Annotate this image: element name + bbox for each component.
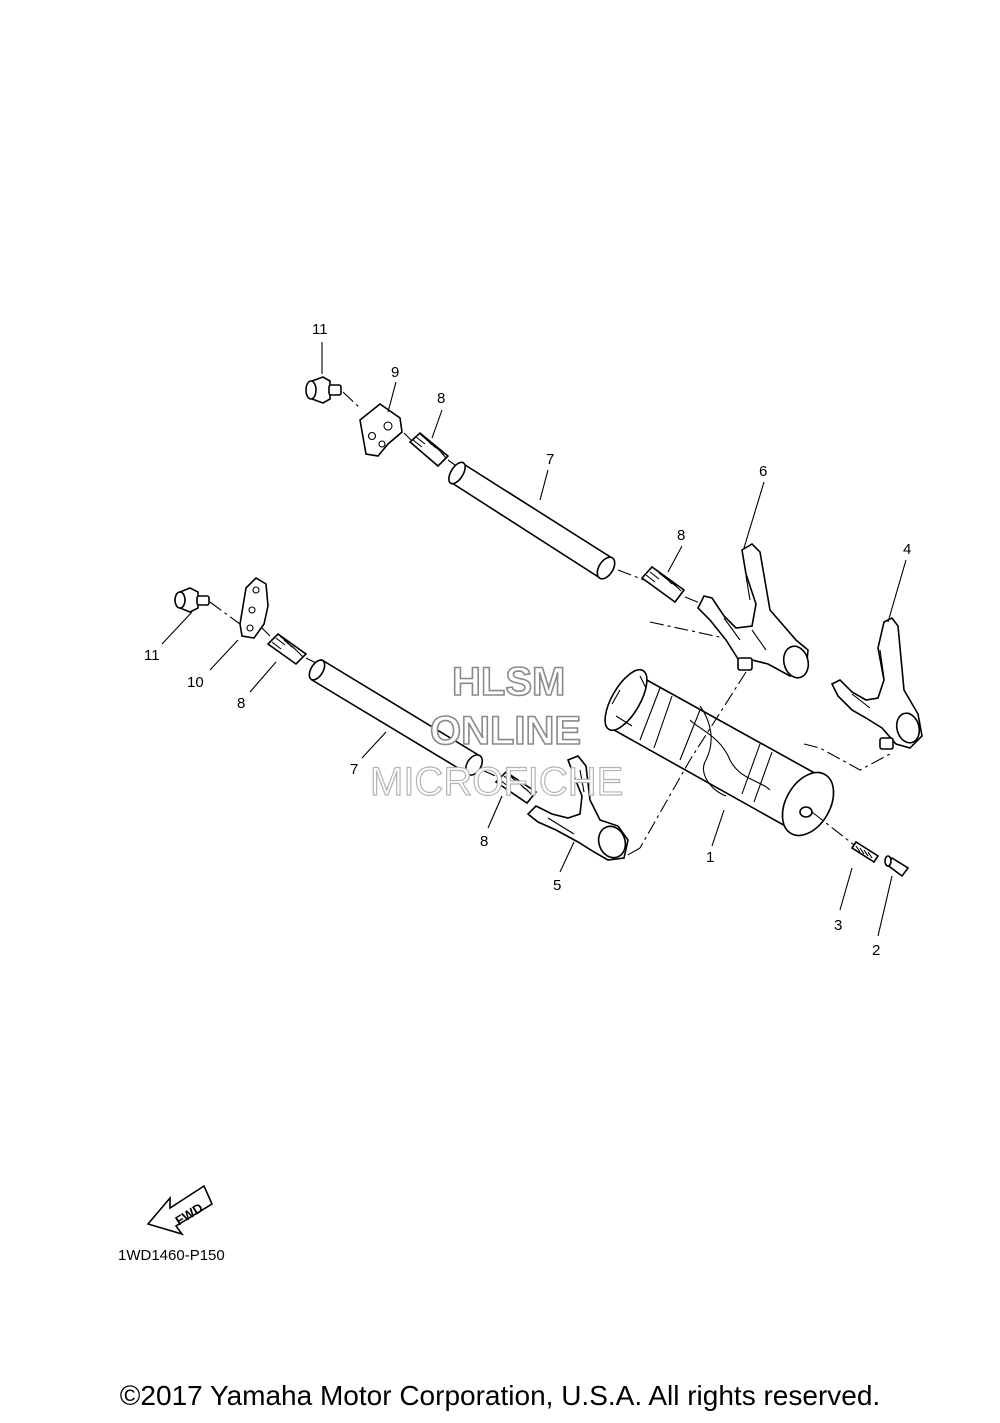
- watermark-line-2: ONLINE: [430, 709, 581, 753]
- spring-3: [850, 840, 880, 864]
- callout-5: 5: [553, 877, 561, 894]
- spring-8-upper-right: [640, 565, 686, 604]
- fork-guide-bar-7-lower: [308, 658, 484, 776]
- bolt-11-lower: [174, 587, 210, 613]
- alignment-line-c: [625, 847, 641, 857]
- callout-4: 4: [903, 541, 911, 558]
- spring-8-upper-left: [408, 431, 450, 468]
- callout-6: 6: [759, 463, 767, 480]
- callout-labels: 11 9 8 7 6 8 4 11 10 8 7 8 5 1 3 2: [144, 321, 911, 959]
- callout-1: 1: [706, 849, 714, 866]
- callout-11-upper: 11: [312, 321, 328, 338]
- shift-fork-4: [830, 616, 923, 750]
- bolt-11-upper: [305, 376, 342, 404]
- shift-fork-5: [526, 755, 629, 861]
- shift-fork-6: [697, 542, 810, 679]
- callout-8-lower-right: 8: [480, 833, 488, 850]
- spring-8-lower-left: [266, 632, 308, 666]
- callout-8-upper-left: 8: [437, 390, 445, 407]
- alignment-line-a: [649, 621, 725, 639]
- alignment-line-d: [803, 743, 891, 771]
- callout-11-lower: 11: [144, 647, 160, 664]
- fwd-arrow-icon: FWD: [146, 1184, 214, 1236]
- callout-8-upper-right: 8: [677, 527, 685, 544]
- fork-guide-bar-7-upper: [448, 461, 616, 580]
- spring-8-lower-right: [494, 770, 538, 805]
- watermark: HLSM ONLINE MICROFICHE: [369, 659, 624, 804]
- alignment-line-e: [811, 811, 859, 849]
- shift-drum-1: [604, 668, 835, 837]
- diagram-code: 1WD1460-P150: [118, 1247, 225, 1264]
- stopper-plate-10: [239, 576, 269, 639]
- watermark-line-1: HLSM: [452, 660, 565, 704]
- callout-7-upper: 7: [546, 451, 554, 468]
- callout-2: 2: [872, 942, 880, 959]
- pin-2: [884, 855, 910, 878]
- callout-7-lower: 7: [350, 761, 358, 778]
- leader-lines: [161, 342, 907, 937]
- stopper-plate-9: [359, 403, 403, 457]
- watermark-line-3: MICROFICHE: [370, 760, 623, 804]
- callout-10: 10: [187, 674, 204, 691]
- copyright-notice: ©2017 Yamaha Motor Corporation, U.S.A. A…: [119, 1380, 881, 1411]
- callout-9: 9: [391, 364, 399, 381]
- callout-8-lower-left: 8: [237, 695, 245, 712]
- callout-3: 3: [834, 917, 842, 934]
- alignment-line-b: [639, 671, 747, 849]
